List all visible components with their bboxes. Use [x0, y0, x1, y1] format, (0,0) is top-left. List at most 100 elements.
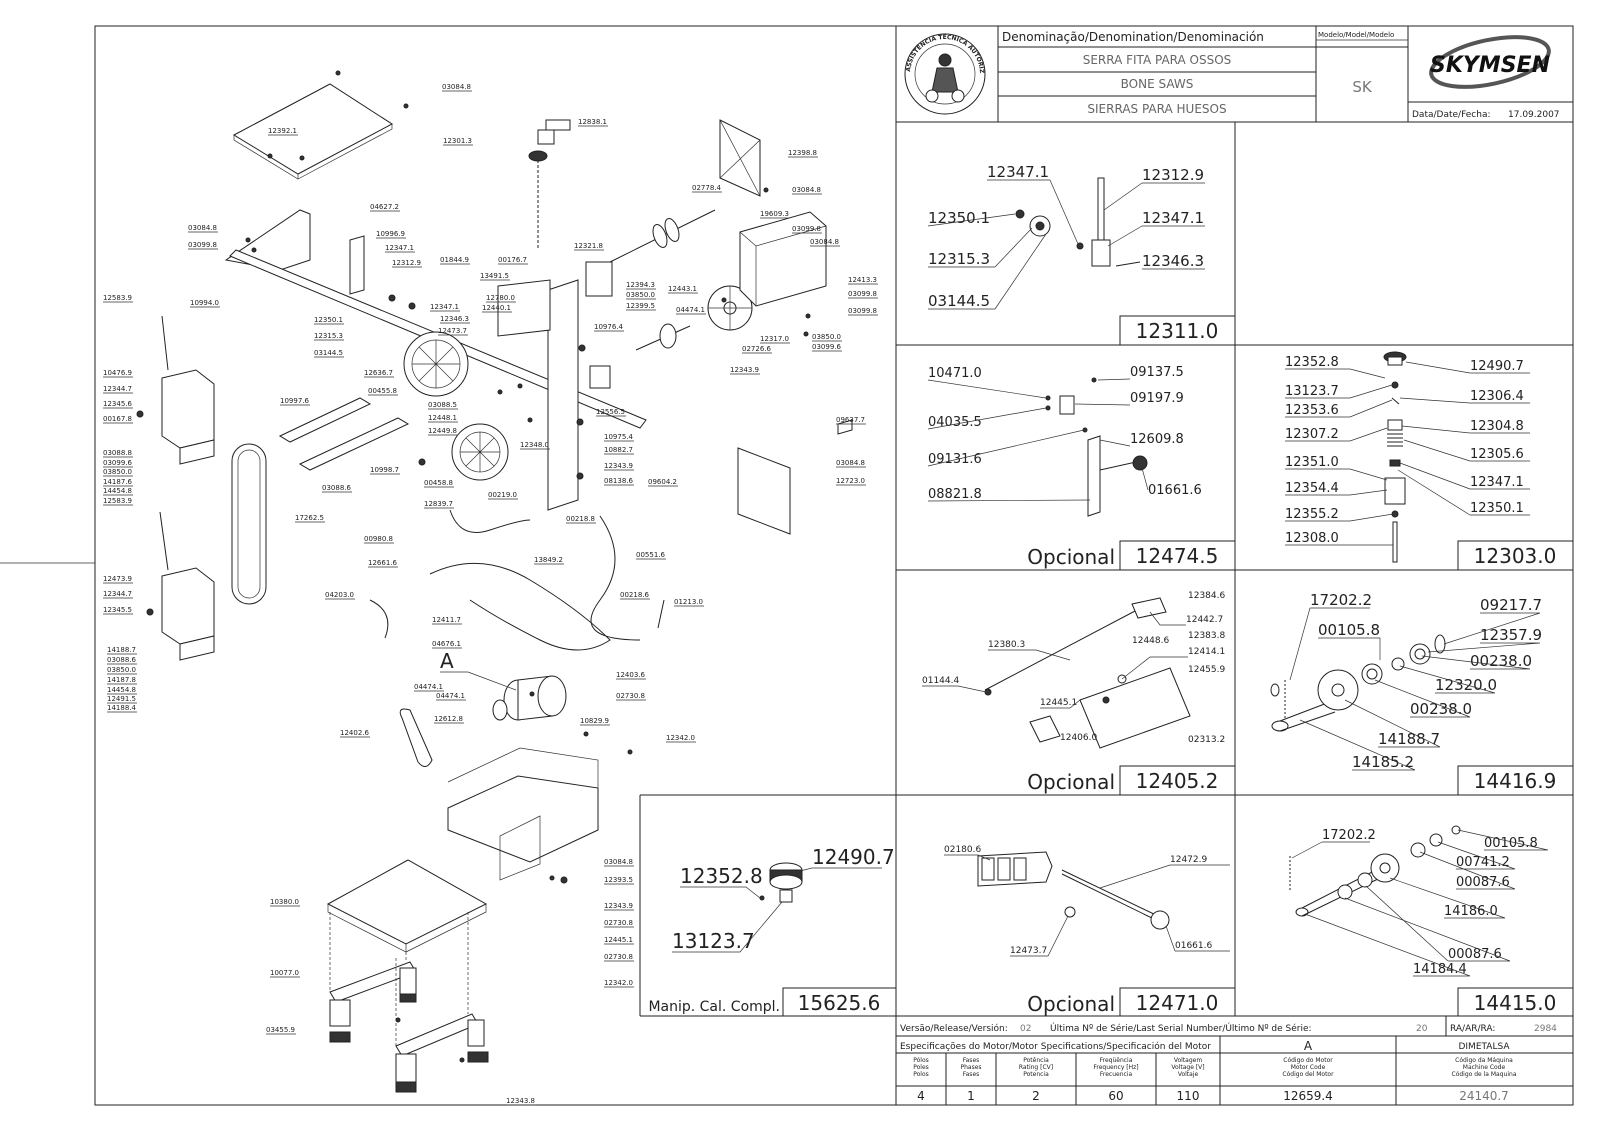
- lbl: 00105.8: [1318, 621, 1380, 639]
- part-label: 09604.2: [648, 478, 677, 486]
- ra-value: 2984: [1534, 1024, 1557, 1034]
- part-label: 04474.1: [676, 306, 705, 314]
- footer-block: Versão/Release/Versión: 02 Última Nº de …: [895, 1016, 1573, 1105]
- box-code-12405: 12405.2: [1136, 769, 1219, 793]
- name-es: SIERRAS PARA HUESOS: [1087, 102, 1226, 116]
- lbl: 12455.9: [1188, 665, 1225, 675]
- power-value: 2: [1032, 1089, 1040, 1103]
- lbl: 12307.2: [1285, 427, 1339, 442]
- part-label: 12344.7: [103, 385, 132, 393]
- col-header: Voltagem: [1174, 1057, 1203, 1064]
- detail-12474: 10471.0 09137.5 09197.9 04035.5 12609.8 …: [927, 365, 1202, 517]
- part-label: 12347.1: [385, 244, 414, 252]
- part-label: 12583.9: [103, 294, 132, 302]
- part-label: 03084.8: [836, 459, 865, 467]
- lbl: 00087.6: [1456, 875, 1510, 890]
- col-header: Fases: [963, 1057, 980, 1064]
- svg-text:ASSISTÊNCIA TÉCNICA AUTORIZADA: ASSISTÊNCIA TÉCNICA AUTORIZADA: [0, 0, 985, 74]
- part-label: 00980.8: [364, 535, 393, 543]
- lbl: 02180.6: [944, 845, 981, 855]
- col-header: Phases: [960, 1064, 981, 1071]
- part-label: 10975.4: [604, 433, 633, 441]
- lbl: 12490.7: [1470, 359, 1524, 374]
- lbl: 12472.9: [1170, 855, 1207, 865]
- part-label: 03099.8: [848, 307, 877, 315]
- part-label: 12473.7: [438, 327, 467, 335]
- part-label: 00218.6: [620, 591, 649, 599]
- lbl: 12350.1: [928, 209, 990, 227]
- box-optional-12405: Opcional: [1027, 770, 1115, 794]
- box-code-12311: 12311.0: [1136, 319, 1219, 343]
- col-header: Rating [CV]: [1019, 1064, 1053, 1071]
- part-label: 12449.8: [428, 427, 457, 435]
- part-label: 10997.6: [280, 397, 309, 405]
- part-label: 12440.1: [482, 304, 511, 312]
- part-label: 00455.8: [368, 387, 397, 395]
- part-label: 02778.4: [692, 184, 721, 192]
- lbl: 12445.1: [1040, 698, 1077, 708]
- part-label: 12344.7: [103, 590, 132, 598]
- lbl: 00238.0: [1470, 652, 1532, 670]
- serial-label: Última Nº de Série/Last Serial Number/Úl…: [1050, 1022, 1312, 1034]
- part-label: 04676.1: [432, 640, 461, 648]
- part-label: 13491.5: [480, 272, 509, 280]
- lbl: 14185.2: [1352, 753, 1414, 771]
- lbl: 12448.6: [1132, 636, 1169, 646]
- lbl: 01661.6: [1175, 941, 1212, 951]
- col-header: Fases: [963, 1071, 980, 1078]
- part-label: 10077.0: [270, 969, 299, 977]
- part-label: 12403.6: [616, 671, 645, 679]
- lbl: 17202.2: [1322, 828, 1376, 843]
- part-label: 12321.8: [574, 242, 603, 250]
- part-label: 09637.7: [836, 416, 865, 424]
- callout-a: A: [440, 649, 454, 673]
- part-label: 02730.8: [604, 919, 633, 927]
- box-code-12474: 12474.5: [1136, 544, 1219, 568]
- part-label: 03088.5: [428, 401, 457, 409]
- lbl: 12414.1: [1188, 647, 1225, 657]
- lbl: 13123.7: [672, 929, 755, 953]
- lbl: 12347.1: [1470, 475, 1524, 490]
- col-header: Código de la Maquina: [1452, 1071, 1517, 1078]
- col-header: Poles: [913, 1064, 929, 1071]
- model-value: SK: [1352, 78, 1373, 96]
- box-optional-15625: Manip. Cal. Compl.: [648, 999, 780, 1015]
- part-label: 00176.7: [498, 256, 527, 264]
- part-label: 12780.0: [486, 294, 515, 302]
- part-label: 04474.1: [436, 692, 465, 700]
- col-header: Potência: [1023, 1057, 1049, 1064]
- lbl: 02313.2: [1188, 735, 1225, 745]
- part-label: 14188.7: [107, 646, 136, 654]
- lbl: 12355.2: [1285, 507, 1339, 522]
- part-label: 12346.3: [440, 315, 469, 323]
- part-label: 12317.0: [760, 335, 789, 343]
- code-boxes: 12311.0 12474.5 Opcional 12303.0 12405.2…: [648, 315, 1574, 1017]
- part-label: 02730.8: [604, 953, 633, 961]
- part-label: 12343.9: [604, 902, 633, 910]
- part-label: 10882.7: [604, 446, 633, 454]
- part-label: 12402.6: [340, 729, 369, 737]
- part-label: 12723.0: [836, 477, 865, 485]
- phases-value: 1: [967, 1089, 975, 1103]
- version-label: Versão/Release/Versión:: [900, 1023, 1008, 1034]
- detail-12471: 02180.6 12472.9 12473.7 01661.6: [944, 845, 1230, 957]
- part-label: 12612.8: [434, 715, 463, 723]
- date-value: 17.09.2007: [1508, 110, 1560, 120]
- name-pt: SERRA FITA PARA OSSOS: [1083, 53, 1232, 67]
- part-label: 12399.5: [626, 302, 655, 310]
- lbl: 12347.1: [1142, 209, 1204, 227]
- part-label: 03088.8: [103, 449, 132, 457]
- version-value: 02: [1020, 1024, 1031, 1034]
- detail-14415: 17202.2 00105.8 00741.2 00087.6 14186.0 …: [1289, 825, 1549, 977]
- poles-value: 4: [917, 1089, 925, 1103]
- part-label: 03084.8: [810, 238, 839, 246]
- voltage-value: 110: [1177, 1089, 1200, 1103]
- col-header: Código da Máquina: [1455, 1057, 1513, 1064]
- box-optional-12474: Opcional: [1027, 545, 1115, 569]
- box-code-12471: 12471.0: [1136, 991, 1219, 1015]
- part-label: 03099.8: [792, 225, 821, 233]
- part-label: 12445.1: [604, 936, 633, 944]
- part-label: 12413.3: [848, 276, 877, 284]
- part-label: 12411.7: [432, 616, 461, 624]
- part-label: 04627.2: [370, 203, 399, 211]
